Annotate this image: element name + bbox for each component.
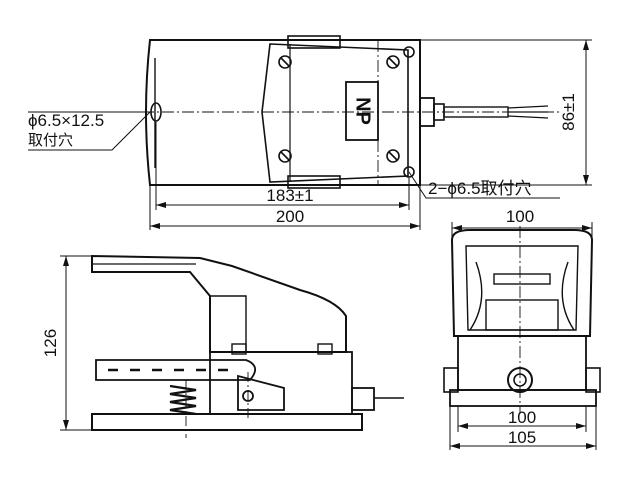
front-window — [485, 299, 559, 331]
top-view-arrows — [150, 40, 589, 229]
front-cover-inner — [465, 245, 579, 331]
mount-hole-icon — [403, 46, 415, 58]
side-pedal-arm — [91, 254, 347, 353]
dim-front-base-outer-label: 105 — [508, 428, 536, 447]
screw-icon — [278, 149, 292, 163]
screw-icon — [386, 149, 400, 163]
dim-inner-width-label: 183±1 — [266, 186, 313, 205]
top-view-dimensions — [28, 39, 592, 230]
screw-icon — [386, 55, 400, 69]
cable-wire — [507, 115, 549, 119]
screw-slot — [388, 151, 398, 161]
dim-side-height-label: 126 — [41, 329, 60, 357]
top-hinge-block-lower — [287, 175, 341, 189]
dim-top-height-label: 86±1 — [559, 93, 578, 131]
front-name-slot — [493, 273, 551, 285]
front-foot — [443, 367, 459, 393]
arrow-icon — [458, 423, 468, 429]
side-spring — [169, 384, 197, 416]
arrow-icon — [452, 225, 462, 231]
screw-slot — [388, 57, 398, 67]
cable-wire — [507, 105, 549, 109]
side-hinge-bracket — [231, 343, 247, 355]
arrow-icon — [450, 443, 460, 449]
dim-overall-width-label: 200 — [276, 207, 304, 226]
screw-slot — [280, 151, 290, 161]
arrow-icon — [399, 202, 409, 208]
front-cover-ribs — [469, 261, 575, 331]
slot-label-line2: 取付穴 — [28, 132, 73, 149]
leader-line — [408, 171, 560, 199]
arrow-icon — [63, 256, 69, 266]
side-gland — [351, 387, 375, 411]
dim-front-base-inner-label: 100 — [508, 408, 536, 427]
leader-line — [28, 111, 151, 151]
slot-label-line1: ϕ6.5×12.5 — [28, 111, 104, 130]
side-pedal-arm-inner — [210, 295, 247, 352]
front-foot — [585, 367, 601, 393]
screw-slot — [280, 57, 290, 67]
dim-front-top-width-label: 100 — [506, 207, 534, 226]
np-plate-label: NP — [352, 97, 374, 125]
side-hinge-bracket — [317, 343, 333, 355]
mount-hole-icon — [403, 166, 415, 178]
arrow-icon — [582, 225, 592, 231]
arrow-icon — [586, 443, 596, 449]
arrow-icon — [583, 175, 589, 185]
arrow-icon — [410, 223, 420, 229]
front-view-dimensions — [449, 222, 597, 450]
screw-heads — [278, 55, 400, 163]
side-view-arrows — [63, 256, 69, 430]
arrow-icon — [583, 40, 589, 50]
side-lever — [237, 374, 285, 411]
front-view-arrows — [450, 225, 596, 449]
front-housing — [457, 335, 587, 391]
hole-label: 2−ϕ6.5取付穴 — [428, 179, 532, 198]
front-base-plate — [449, 389, 597, 407]
top-pedal-plate — [261, 43, 409, 183]
screw-icon — [278, 55, 292, 69]
front-view — [443, 229, 601, 407]
arrow-icon — [576, 423, 586, 429]
top-hinge-block-upper — [287, 35, 341, 49]
arrow-icon — [63, 420, 69, 430]
arrow-icon — [156, 202, 166, 208]
side-base-plate — [91, 413, 363, 431]
arrow-icon — [150, 223, 160, 229]
side-view — [91, 254, 404, 431]
side-housing — [209, 351, 353, 415]
side-view-dimensions — [60, 255, 92, 431]
